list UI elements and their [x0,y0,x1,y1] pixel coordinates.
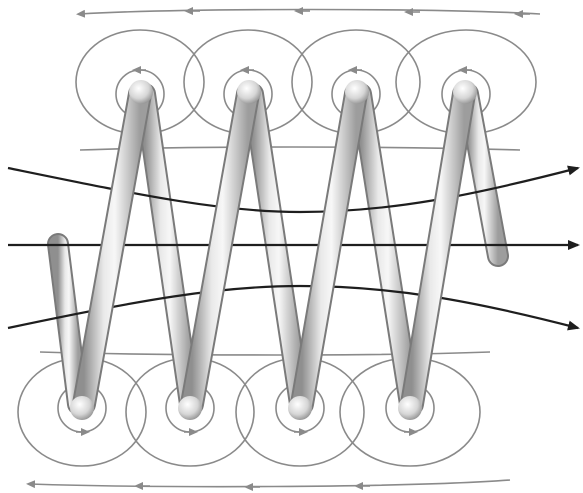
bottom-outer-field-line [30,480,510,487]
wire-cap-top-2 [237,80,261,104]
wire-cap-top-3 [345,80,369,104]
wire-cap-top-1 [129,80,153,104]
wire-cap-bottom-2 [178,396,202,420]
wire-cap-top-4 [453,80,477,104]
wire-cap-bottom-3 [288,396,312,420]
wire-cap-bottom-1 [70,396,94,420]
wire-cap-bottom-4 [398,396,422,420]
